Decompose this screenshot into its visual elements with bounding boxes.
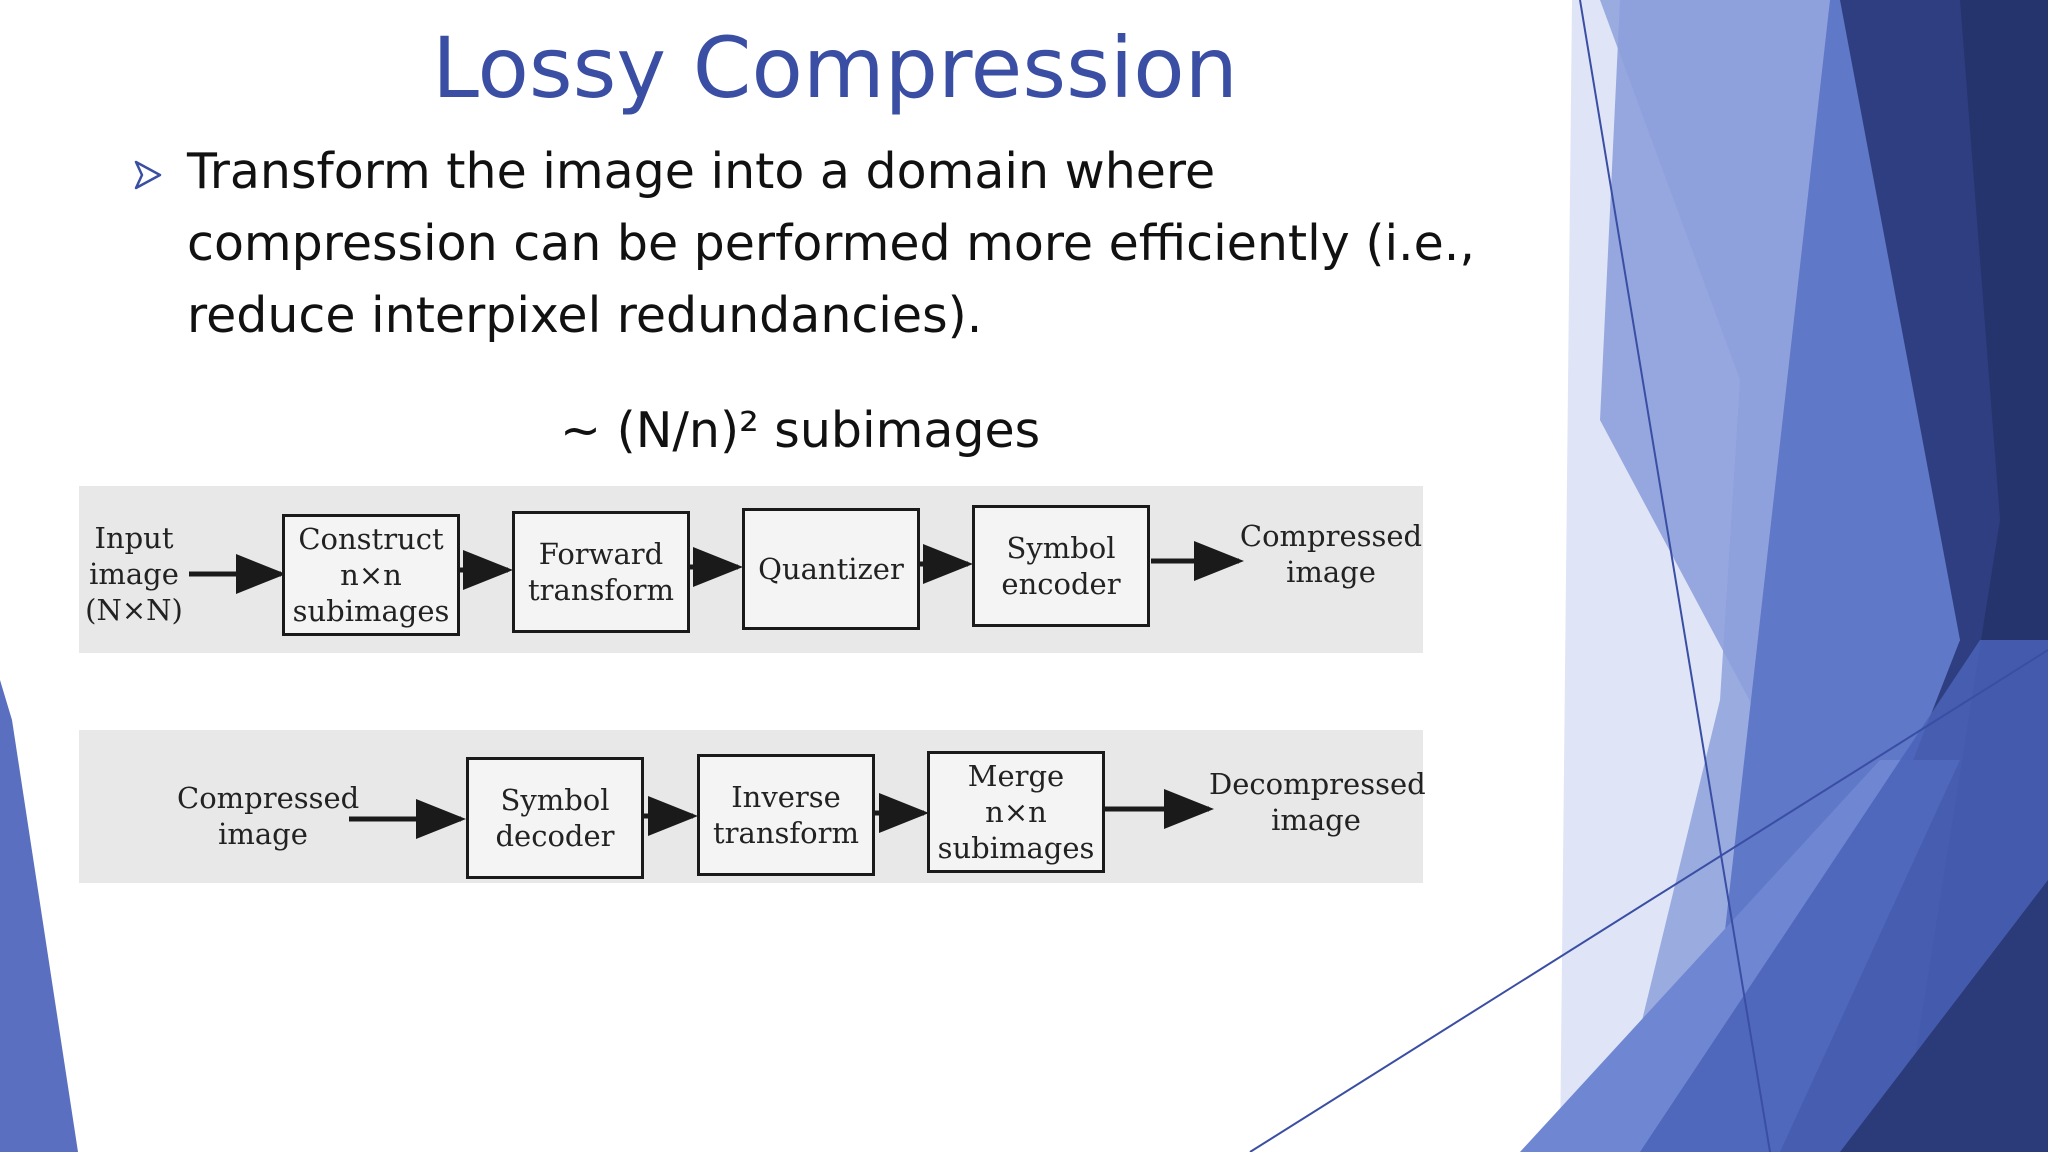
inverse-transform-block: Inverse transform bbox=[697, 754, 875, 876]
slide-title: Lossy Compression bbox=[432, 19, 1238, 117]
decoder-input-label: Compressed image bbox=[177, 781, 360, 851]
deco-left-sliver bbox=[0, 680, 78, 1152]
decoder-output-label: Decompressed image bbox=[1209, 767, 1426, 837]
deco-line-2 bbox=[1249, 649, 2048, 1152]
encoder-input-label: Input image (N×N) bbox=[85, 521, 183, 627]
encoder-diagram: Input image (N×N) Construct n×n subimage… bbox=[79, 486, 1423, 653]
symbol-decoder-block: Symbol decoder bbox=[466, 757, 644, 879]
decoder-arrows bbox=[349, 789, 1214, 839]
encoder-output-label: Compressed image bbox=[1239, 519, 1423, 589]
decoder-diagram: Compressed image Symbol decoder Inverse … bbox=[79, 730, 1426, 883]
encoder-arrows bbox=[189, 541, 1244, 594]
subimages-note: ~ (N/n)² subimages bbox=[560, 402, 1041, 459]
deco-line-1 bbox=[1579, 0, 1771, 1152]
forward-transform-block: Forward transform bbox=[512, 511, 690, 633]
merge-subimages-block: Merge n×n subimages bbox=[927, 751, 1105, 873]
construct-subimages-block: Construct n×n subimages bbox=[282, 514, 460, 636]
symbol-encoder-block: Symbol encoder bbox=[972, 505, 1150, 627]
deco-shape-bottom-dark bbox=[1840, 880, 2048, 1152]
quantizer-block: Quantizer bbox=[742, 508, 920, 630]
bullet-text: Transform the image into a domain where … bbox=[187, 143, 1475, 344]
arrow-bullet-icon bbox=[134, 160, 162, 190]
